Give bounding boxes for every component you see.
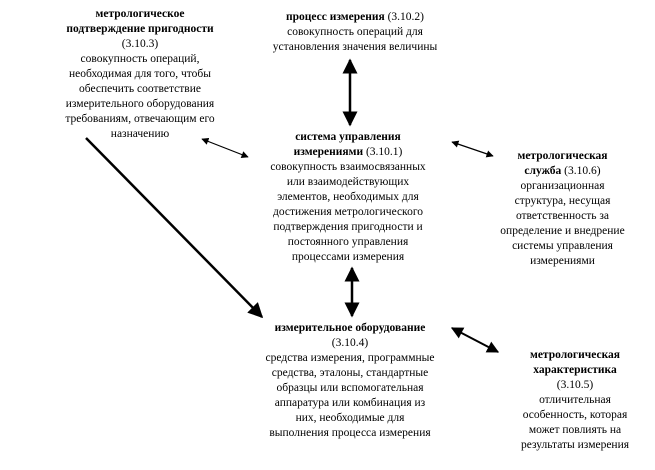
node-desc-line: подтверждения пригодности и [273,221,423,233]
node-desc-line: выполнения процесса измерения [269,427,431,439]
node-title-line: метрологическая [529,349,621,361]
node-desc-line: средства, эталоны, стандартные [271,367,429,379]
node-desc-line: назначению [110,128,170,140]
node-desc-line: требованиям, отвечающим его [65,113,215,125]
node-title: процесс измерения [285,11,385,23]
node-desc-line: системы управления [512,240,613,252]
node-title-line: метрологическое [95,8,185,20]
node-desc-line: установления значения величины [272,41,438,53]
node-desc-line: элементов, необходимых для [277,191,419,203]
node-desc-line: измерениями [530,255,595,267]
node-desc-line: результаты измерения [520,439,630,451]
node-measuring-equipment: измерительное оборудование (3.10.4) сред… [245,321,455,441]
node-title-line: метрологическая [517,150,608,162]
node-desc-line: особенность, которая [522,409,628,421]
node-metrological-service: метрологическая служба (3.10.6) организа… [490,149,635,269]
node-desc-line: организационная [520,180,605,192]
arrow-equipment-characteristic [450,327,500,353]
node-code: (3.10.4) [331,337,369,349]
node-desc-line: отличительная [539,394,611,406]
node-title-line: подтверждение пригодности [66,23,214,35]
node-desc-line: средства измерения, программные [265,352,435,364]
node-desc-line: совокупность операций, [80,53,200,65]
arrow-confirm-equipment [85,137,264,319]
node-code: (3.10.1) [365,146,403,158]
node-metrological-confirmation: метрологическое подтверждение пригодност… [40,7,240,142]
arrow-confirm-system [201,138,249,158]
node-title-line: измерениями [293,146,364,158]
node-code: (3.10.3) [121,38,159,50]
node-management-system: система управления измерениями (3.10.1) … [248,130,448,265]
node-desc-line: процессами измерения [291,251,405,263]
node-desc-line: образцы или вспомогательная [276,382,424,394]
arrow-system-service [451,140,494,158]
node-desc-line: необходимая для того, чтобы [69,68,211,80]
node-code: (3.10.6) [564,165,601,177]
node-desc-line: может повлиять на [528,424,622,436]
node-measurement-process: процесс измерения (3.10.2) совокупность … [260,10,450,55]
node-title-line: система управления [295,131,401,143]
node-desc-line: постоянного управления [287,236,409,248]
node-title-line: служба [524,165,562,177]
node-desc-line: достижения метрологического [272,206,423,218]
node-desc-line: аппаратура или комбинация из [274,397,426,409]
node-desc-line: ответственность за [515,210,610,222]
node-desc-line: или взаимодействующих [286,176,410,188]
node-title-line: характеристика [533,364,617,376]
node-desc-line: совокупность взаимосвязанных [270,161,426,173]
node-code: (3.10.5) [556,379,594,391]
node-desc-line: обеспечить соответствие [79,83,201,95]
node-code: (3.10.2) [387,11,425,23]
node-metrological-characteristic: метрологическая характеристика (3.10.5) … [500,348,650,453]
node-desc-line: совокупность операций для [287,26,423,38]
node-desc-line: измерительного оборудования [65,98,215,110]
node-title: измерительное оборудование [274,322,426,334]
node-desc-line: них, необходимые для [295,412,405,424]
node-desc-line: структура, несущая [514,195,611,207]
node-desc-line: определение и внедрение [500,225,625,237]
